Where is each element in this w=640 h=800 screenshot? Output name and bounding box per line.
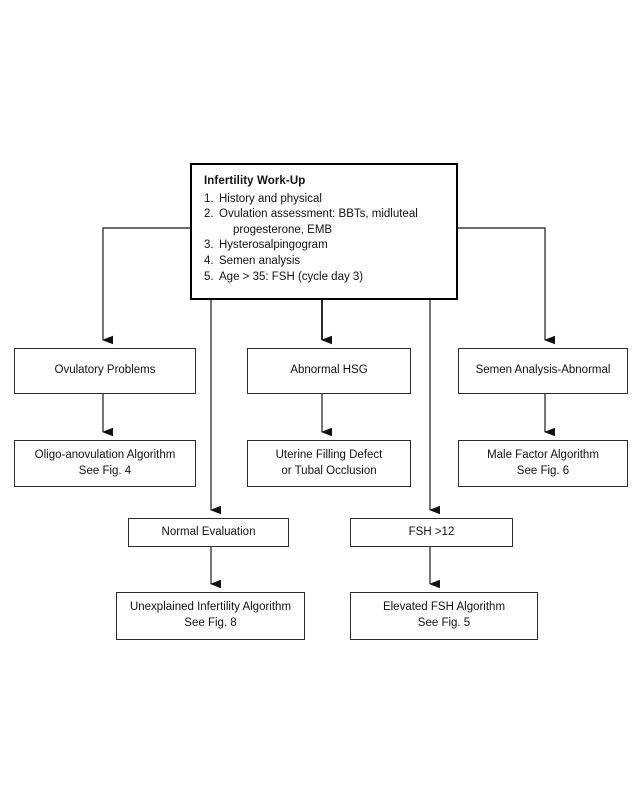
workup-item-number: 4. — [204, 255, 214, 268]
node-ovulatory-problems[interactable]: Ovulatory Problems — [14, 348, 196, 394]
node-label: Unexplained Infertility Algorithm — [129, 601, 292, 614]
edge-workup-to-semen-abnormal — [458, 227, 555, 345]
node-fsh-over-12[interactable]: FSH >12 — [350, 518, 513, 547]
workup-item-continuation: progesterone, EMB — [233, 223, 333, 236]
node-oligo-anovulation-algorithm[interactable]: Oligo-anovulation Algorithm See Fig. 4 — [14, 440, 196, 487]
node-label: Elevated FSH Algorithm — [382, 601, 506, 614]
node-label: FSH >12 — [408, 525, 455, 538]
workup-item-text: Ovulation assessment: BBTs, midluteal — [219, 208, 418, 221]
workup-item-number: 5. — [204, 270, 214, 283]
node-sublabel: See Fig. 4 — [78, 464, 132, 477]
workup-item: 3. Hysterosalpingogram — [204, 238, 446, 254]
workup-item-continuation-row: progesterone, EMB — [204, 223, 446, 239]
workup-item: 5. Age > 35: FSH (cycle day 3) — [204, 270, 446, 286]
workup-item-text: Hysterosalpingogram — [219, 239, 328, 252]
node-sublabel: See Fig. 6 — [516, 464, 570, 477]
workup-title: Infertility Work-Up — [204, 175, 306, 187]
node-sublabel: See Fig. 5 — [417, 617, 471, 629]
workup-item-number: 3. — [204, 239, 214, 252]
node-normal-evaluation[interactable]: Normal Evaluation — [128, 518, 289, 547]
workup-item-text: Age > 35: FSH (cycle day 3) — [219, 270, 364, 283]
node-label: Uterine Filling Defect — [275, 448, 383, 461]
workup-item-number: 2. — [204, 208, 214, 221]
workup-item-list: 1. History and physical 2. Ovulation ass… — [204, 192, 446, 286]
workup-item-text: History and physical — [219, 192, 322, 205]
node-sublabel: or Tubal Occlusion — [281, 464, 377, 477]
node-male-factor-algorithm[interactable]: Male Factor Algorithm See Fig. 6 — [458, 440, 628, 487]
node-abnormal-hsg[interactable]: Abnormal HSG — [247, 348, 411, 394]
node-label: Abnormal HSG — [290, 364, 368, 377]
workup-item-number: 1. — [204, 192, 214, 205]
node-label: Normal Evaluation — [161, 525, 256, 538]
node-unexplained-infertility-algorithm[interactable]: Unexplained Infertility Algorithm See Fi… — [116, 592, 305, 640]
workup-item: 1. History and physical — [204, 192, 446, 208]
node-infertility-workup[interactable]: Infertility Work-Up 1. History and physi… — [190, 163, 458, 300]
node-sublabel: See Fig. 8 — [184, 617, 237, 629]
workup-item: 4. Semen analysis — [204, 254, 446, 270]
node-label: Male Factor Algorithm — [487, 448, 599, 461]
workup-item-text: Semen analysis — [219, 255, 301, 268]
node-label: Semen Analysis-Abnormal — [475, 364, 611, 377]
edge-workup-to-ovulatory — [102, 227, 190, 345]
node-elevated-fsh-algorithm[interactable]: Elevated FSH Algorithm See Fig. 5 — [350, 592, 538, 640]
node-label: Oligo-anovulation Algorithm — [34, 448, 176, 461]
workup-item: 2. Ovulation assessment: BBTs, midluteal — [204, 207, 446, 223]
node-uterine-filling-defect[interactable]: Uterine Filling Defect or Tubal Occlusio… — [247, 440, 411, 487]
node-label: Ovulatory Problems — [54, 364, 156, 377]
node-semen-analysis-abnormal[interactable]: Semen Analysis-Abnormal — [458, 348, 628, 394]
